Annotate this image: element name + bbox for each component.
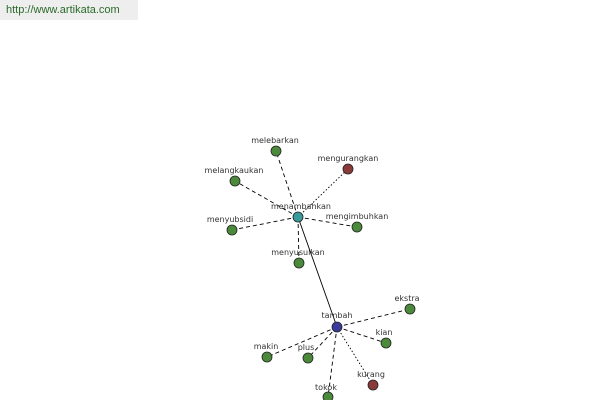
node-mengimbuhkan[interactable]: [351, 221, 363, 233]
node-label-kian[interactable]: kian: [376, 328, 393, 337]
node-label-kurang[interactable]: kurang: [357, 370, 385, 379]
edge-menambahkan-menyusulkan: [297, 216, 300, 264]
edge-menambahkan-melangkaukan: [234, 180, 299, 218]
node-kurang[interactable]: [367, 379, 379, 391]
node-melangkaukan[interactable]: [229, 175, 241, 187]
edge-tambah-ekstra: [336, 308, 411, 328]
node-makin[interactable]: [261, 351, 273, 363]
node-label-menambahkan[interactable]: menambahkan: [271, 202, 331, 211]
labels-layer: menambahkan tambah melebarkan mengurangkan m…: [205, 136, 420, 392]
edge-menambahkan-mengimbuhkan: [297, 216, 358, 228]
node-kian[interactable]: [380, 337, 392, 349]
node-menyubsidi[interactable]: [226, 224, 238, 236]
node-label-mengurangkan[interactable]: mengurangkan: [318, 154, 379, 163]
edge-menambahkan-melebarkan: [275, 150, 299, 218]
node-melebarkan[interactable]: [270, 145, 282, 157]
node-label-tokok[interactable]: tokok: [315, 383, 337, 392]
node-tambah[interactable]: [331, 321, 343, 333]
node-plus[interactable]: [302, 352, 314, 364]
edge-menambahkan-tambah: [297, 216, 338, 328]
node-tokok[interactable]: [322, 391, 334, 400]
node-label-ekstra[interactable]: ekstra: [394, 294, 419, 303]
edge-menambahkan-mengurangkan: [297, 168, 349, 218]
node-label-melangkaukan[interactable]: melangkaukan: [205, 166, 264, 175]
edge-tambah-plus: [307, 326, 338, 359]
edges-layer: [231, 150, 411, 398]
edge-tambah-kian: [336, 326, 387, 344]
nodes-layer: [226, 145, 416, 400]
node-label-melebarkan[interactable]: melebarkan: [251, 136, 299, 145]
node-label-makin[interactable]: makin: [254, 342, 279, 351]
node-ekstra[interactable]: [404, 303, 416, 315]
edge-menambahkan-menyubsidi: [231, 216, 299, 231]
node-menambahkan[interactable]: [292, 211, 304, 223]
node-label-menyubsidi[interactable]: menyubsidi: [207, 215, 253, 224]
node-label-menyusulkan[interactable]: menyusulkan: [271, 248, 325, 257]
source-url[interactable]: http://www.artikata.com: [0, 0, 138, 20]
edge-tambah-makin: [266, 326, 338, 358]
edge-tambah-kurang: [336, 326, 374, 386]
node-label-tambah[interactable]: tambah: [322, 311, 353, 320]
node-mengurangkan[interactable]: [342, 163, 354, 175]
node-label-mengimbuhkan[interactable]: mengimbuhkan: [326, 212, 389, 221]
node-menyusulkan[interactable]: [293, 257, 305, 269]
edge-tambah-tokok: [327, 326, 338, 398]
node-label-plus[interactable]: plus: [298, 343, 315, 352]
